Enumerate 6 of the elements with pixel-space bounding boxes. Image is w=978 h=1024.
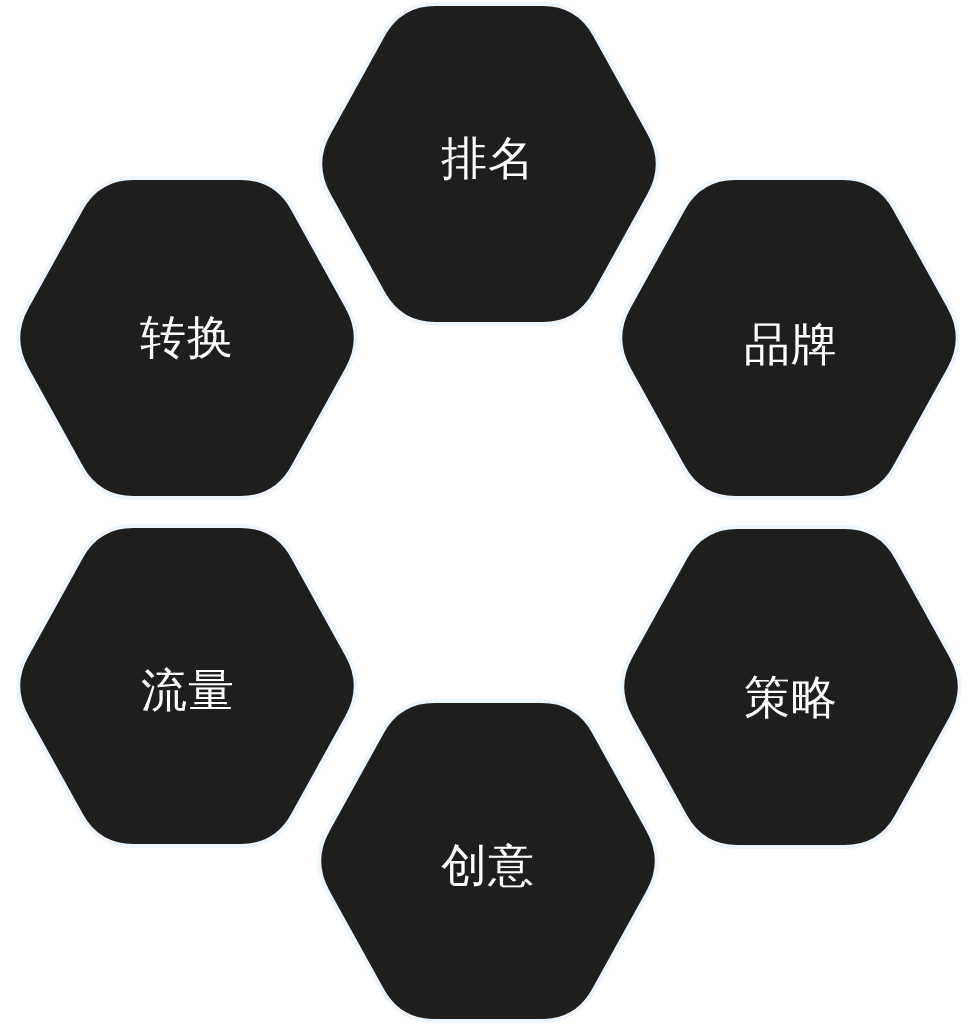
tile-label: 转换 — [140, 314, 234, 360]
tile-label: 创意 — [441, 842, 535, 888]
tile-label: 排名 — [441, 135, 535, 181]
tile-label: 品牌 — [744, 321, 838, 367]
tile-label: 流量 — [141, 667, 235, 713]
tile-label: 策略 — [744, 674, 838, 720]
